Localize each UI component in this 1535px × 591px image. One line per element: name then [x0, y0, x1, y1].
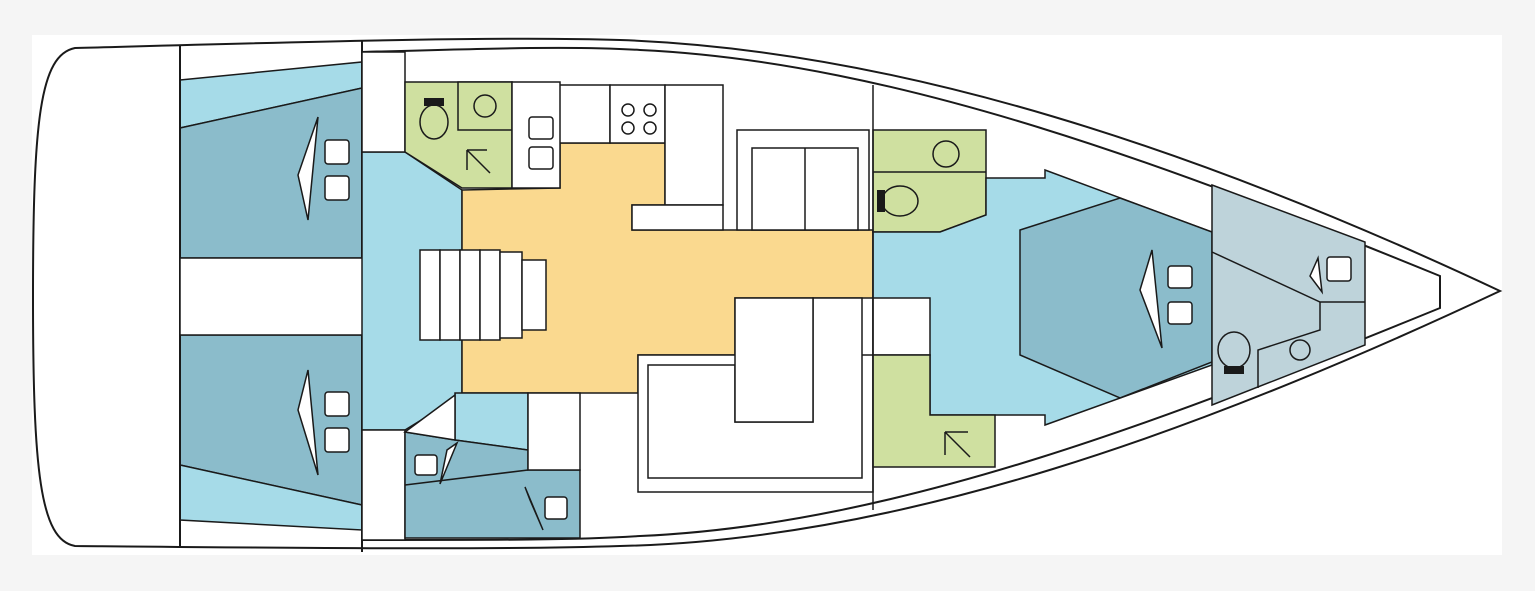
hull-outline — [31, 37, 1503, 550]
companionway-stairs — [419, 249, 547, 341]
stove — [609, 84, 666, 144]
toilet-tank-icon — [877, 190, 885, 212]
locker-bottom — [361, 429, 406, 541]
toilet-tank-icon — [1224, 366, 1244, 374]
hatch-arrow-icon — [944, 431, 971, 458]
pillow-icon — [324, 391, 350, 417]
stove-burners-icon — [621, 103, 657, 135]
forepeak-head-wall — [1257, 302, 1321, 388]
lamp-icon — [1309, 255, 1324, 295]
pillow-icon — [544, 496, 568, 520]
lamp-icon — [297, 369, 319, 476]
forward-berth — [1019, 197, 1213, 399]
mid-cabin-locker — [527, 392, 581, 471]
lamp-icon — [297, 116, 319, 221]
pillow-icon — [324, 427, 350, 453]
toilet-tank-icon — [424, 98, 444, 106]
galley-fridge — [664, 84, 724, 206]
mid-cabin-step — [403, 393, 456, 441]
forward-head — [872, 129, 987, 233]
forward-locker — [872, 297, 931, 356]
galley-sink-1-icon — [528, 116, 554, 140]
deck-inner-line — [361, 46, 1441, 541]
locker-top — [361, 51, 406, 153]
hatch-arrow-icon — [466, 149, 491, 174]
sink-icon — [932, 140, 960, 168]
galley-sink-2-icon — [528, 146, 554, 170]
pillow-icon — [1326, 256, 1352, 282]
dinette-table — [734, 297, 814, 423]
pillow-icon — [324, 175, 350, 201]
lamp-icon — [1139, 249, 1163, 349]
lamp-icon — [524, 486, 544, 531]
pillow-icon — [1167, 265, 1193, 289]
sink-icon — [473, 94, 497, 118]
lamp-icon — [439, 440, 459, 485]
pillow-icon — [1167, 301, 1193, 325]
pillow-icon — [414, 454, 438, 476]
mid-cabin-divider — [404, 469, 529, 486]
galley-counter-lower — [631, 204, 724, 231]
aft-head-shower — [457, 81, 513, 131]
pillow-icon — [324, 139, 350, 165]
sink-icon — [1289, 339, 1311, 361]
